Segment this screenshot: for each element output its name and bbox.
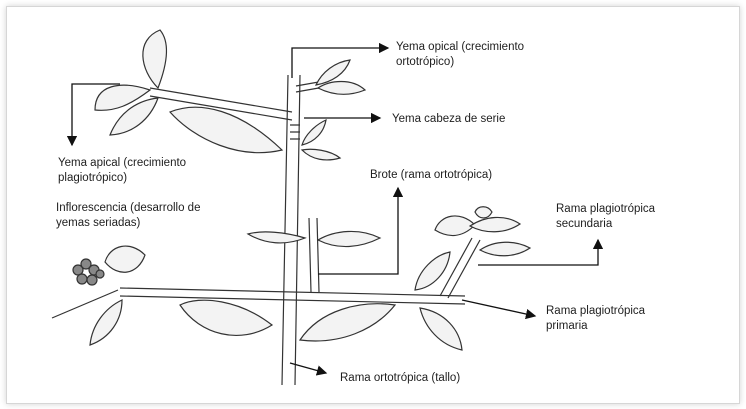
label-line: Rama plagiotrópica — [546, 304, 645, 319]
leaf — [180, 300, 272, 335]
label-rama-secundaria: Rama plagiotrópica secundaria — [556, 202, 655, 232]
leaf — [318, 231, 380, 246]
label-line: secundaria — [556, 217, 655, 232]
leaf — [435, 216, 475, 236]
leaf — [170, 107, 282, 152]
label-line: Yema cabeza de serie — [392, 112, 505, 127]
leaf — [470, 217, 520, 231]
label-line: plagiotrópico) — [58, 171, 186, 186]
arrow-rama-primaria — [462, 300, 535, 316]
leaf — [415, 252, 450, 290]
arrow-brote — [318, 188, 398, 274]
label-line: ortotrópico) — [396, 55, 524, 70]
label-line: Brote (rama ortotrópica) — [370, 168, 492, 183]
leaf — [300, 304, 395, 341]
leaf — [90, 300, 122, 345]
label-rama-primaria: Rama plagiotrópica primaria — [546, 304, 645, 334]
label-rama-ortotropica: Rama ortotrópica (tallo) — [340, 371, 460, 386]
inflorescence-cluster — [73, 259, 104, 285]
leaf — [302, 120, 326, 145]
label-line: Yema opical (crecimiento — [396, 40, 524, 55]
label-inflorescencia: Inflorescencia (desarrollo de yemas seri… — [56, 201, 200, 231]
main-stem — [282, 75, 300, 385]
primary-branch — [120, 288, 465, 304]
leaf — [480, 242, 530, 256]
leaf — [105, 246, 145, 272]
leaf — [420, 308, 462, 350]
leaf — [143, 30, 167, 88]
label-brote: Brote (rama ortotrópica) — [370, 168, 492, 183]
label-line: primaria — [546, 319, 645, 334]
leaf — [475, 207, 492, 218]
label-line: Yema apical (crecimiento — [58, 156, 186, 171]
label-line: Rama plagiotrópica — [556, 202, 655, 217]
label-yema-apical: Yema apical (crecimiento plagiotrópico) — [58, 156, 186, 186]
leaf — [248, 232, 305, 243]
leaf — [302, 149, 340, 160]
label-line: Rama ortotrópica (tallo) — [340, 371, 460, 386]
label-yema-cabeza: Yema cabeza de serie — [392, 112, 505, 127]
leaf — [318, 82, 365, 95]
label-yema-opical: Yema opical (crecimiento ortotrópico) — [396, 40, 524, 70]
label-line: yemas seriadas) — [56, 216, 200, 231]
sprout — [309, 218, 319, 292]
label-line: Inflorescencia (desarrollo de — [56, 201, 200, 216]
